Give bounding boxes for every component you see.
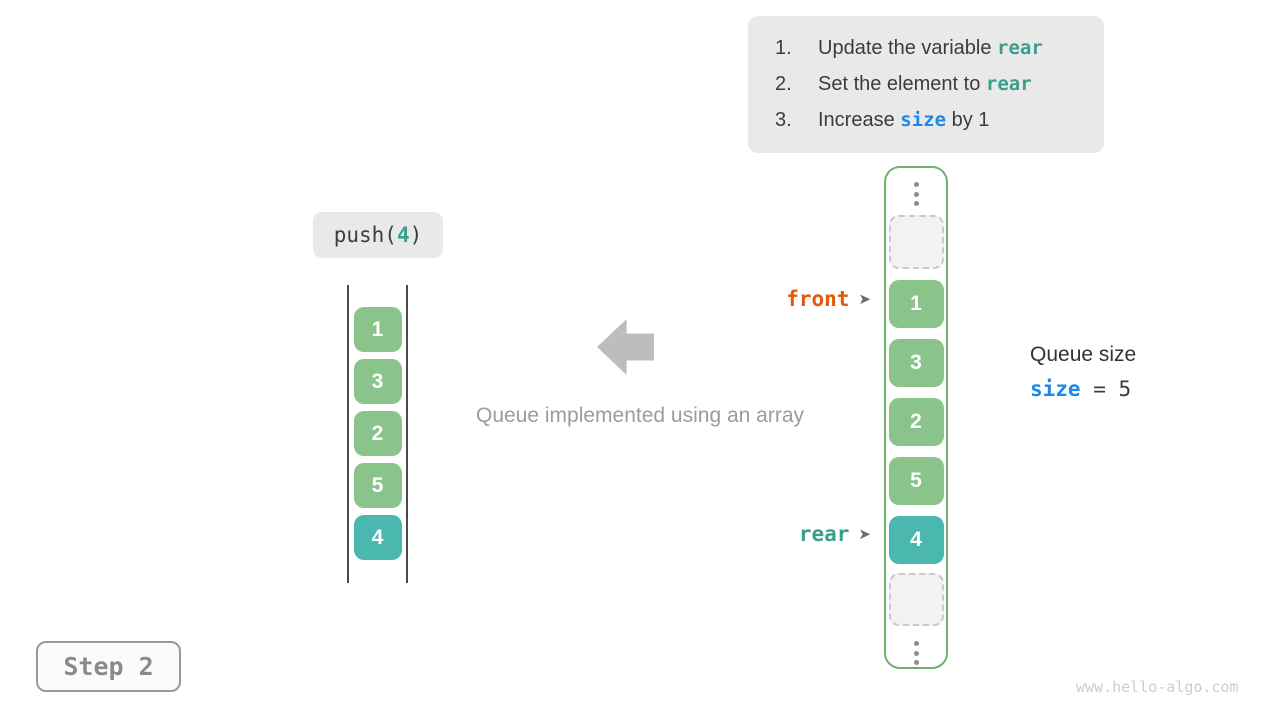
push-close-paren: ) [409,223,423,247]
right-array-container: 1 3 2 5 4 [884,166,948,669]
caption: Queue implemented using an array [475,404,805,427]
size-variable: size [1030,377,1081,401]
ellipsis-icon [913,641,919,665]
array-cell-rear: 4 [888,516,944,564]
array-cell: 3 [888,339,944,387]
instruction-text: Increase size by 1 [818,109,990,131]
instruction-text: Update the variable rear [818,37,1043,59]
queue-cell: 2 [353,411,402,456]
array-cell-empty [888,215,944,269]
ellipsis-icon [913,182,919,206]
rear-pointer-label: rear ➤ [799,522,871,546]
array-cell-empty [888,573,944,626]
dot-icon [913,650,919,656]
watermark: www.hello-algo.com [1076,678,1239,696]
dot-icon [913,660,919,665]
front-pointer-label: front ➤ [786,287,871,311]
queue-cell: 1 [353,307,402,352]
array-cell-front: 1 [888,280,944,328]
size-value: 5 [1118,377,1132,401]
queue-cell: 3 [353,359,402,404]
code-token-rear: rear [997,37,1043,59]
instruction-item: 1. Update the variable rear [775,30,1104,66]
instruction-number: 3. [775,109,792,131]
left-queue: 1 3 2 5 4 [347,285,408,583]
pointer-arrow-icon: ➤ [858,525,871,543]
equals-sign: = [1080,377,1119,401]
push-operation-label: push(4) [313,212,443,258]
dot-icon [913,201,919,206]
dot-icon [913,182,919,187]
dot-icon [913,641,919,646]
instruction-text: Set the element to rear [818,73,1032,95]
size-equation: size = 5 [1030,377,1136,401]
code-token-rear: rear [985,73,1032,95]
front-pointer-text: front [786,287,850,311]
pointer-arrow-icon: ➤ [858,290,871,308]
instruction-item: 2. Set the element to rear [775,66,1104,102]
queue-size-block: Queue size size = 5 [1030,343,1136,401]
instruction-item: 3. Increase size by 1 [775,102,1104,138]
instruction-panel: 1. Update the variable rear 2. Set the e… [748,16,1104,153]
queue-cell: 5 [353,463,402,508]
queue-cell-new: 4 [353,515,402,560]
push-fn-text: push( [333,223,397,247]
push-arg-value: 4 [396,223,410,247]
dot-icon [913,191,919,197]
left-arrow-icon [597,319,654,375]
array-cell: 2 [888,398,944,446]
code-token-size: size [900,109,947,131]
array-cell: 5 [888,457,944,505]
instruction-number: 1. [775,37,792,59]
rear-pointer-text: rear [798,522,850,546]
step-badge: Step 2 [36,641,181,692]
queue-size-label: Queue size [1030,343,1137,366]
instruction-number: 2. [775,73,792,95]
